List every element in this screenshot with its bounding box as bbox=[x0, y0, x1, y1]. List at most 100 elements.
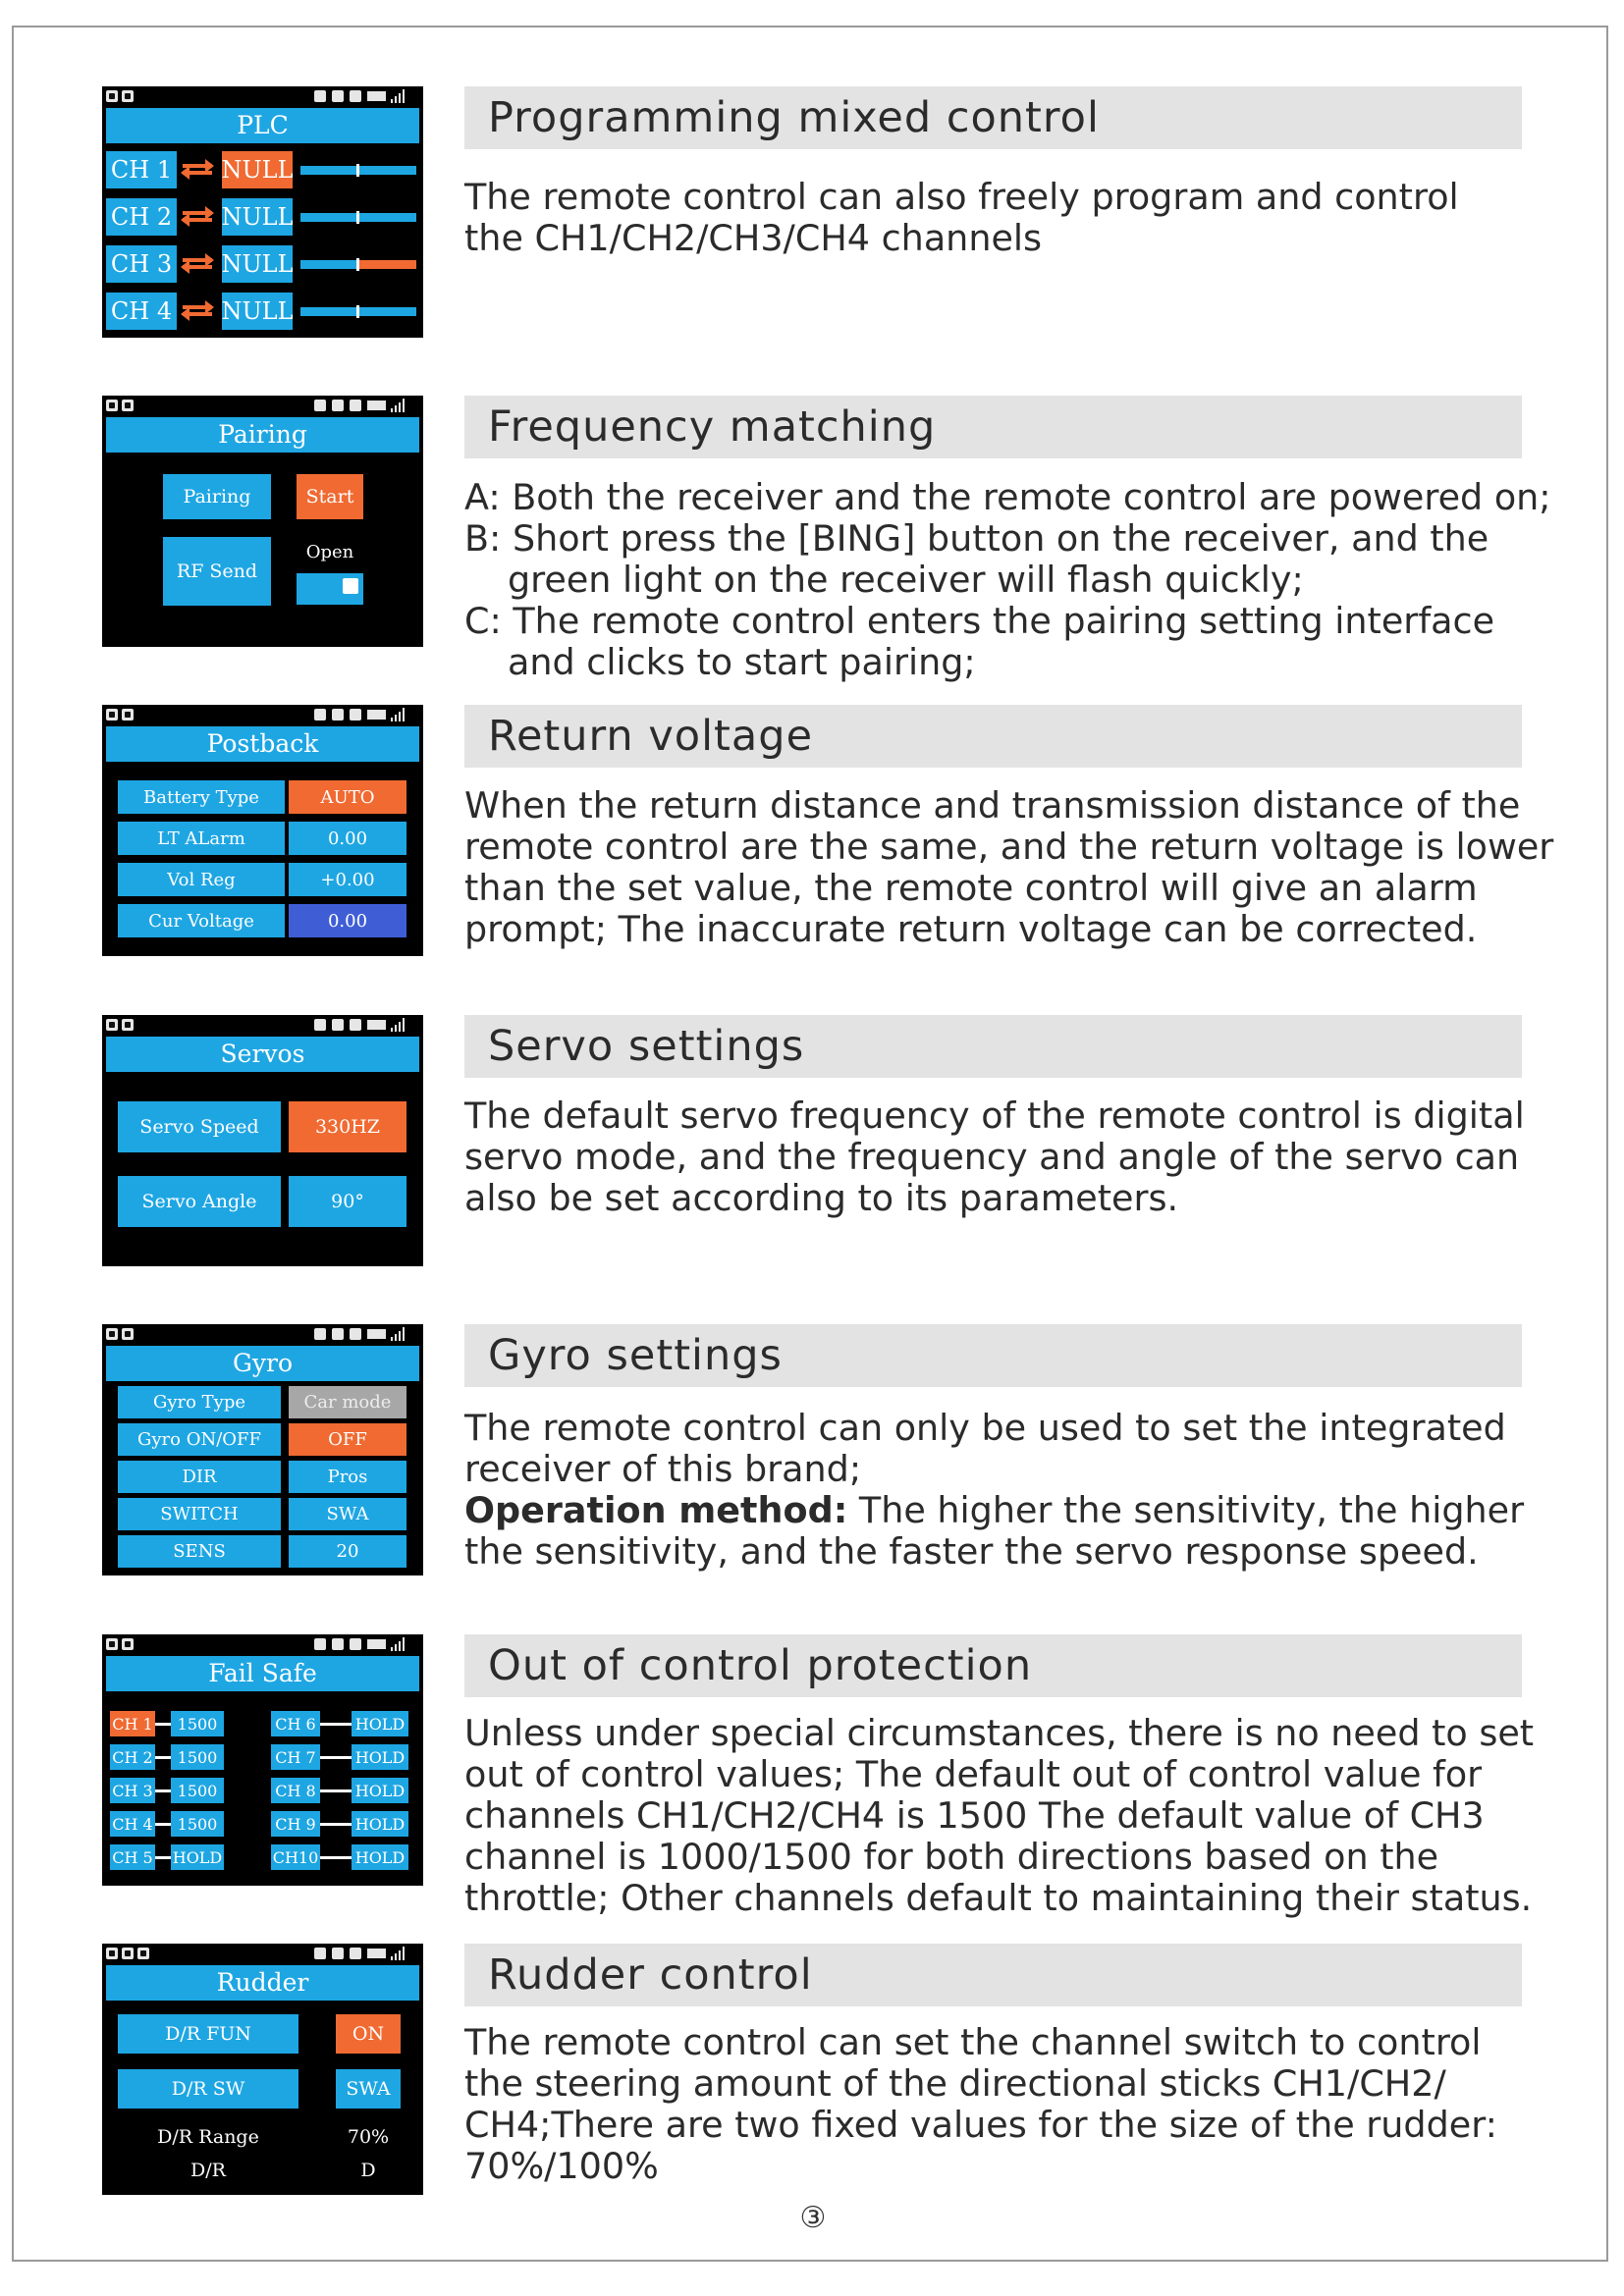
gyro-dir-value[interactable]: Pros bbox=[289, 1461, 406, 1493]
status-mode-icon bbox=[137, 1948, 149, 1959]
sound-icon bbox=[332, 1948, 344, 1959]
postback-screen: Postback Battery Type AUTO LT ALarm 0.00… bbox=[102, 705, 423, 956]
gyro-onoff-value[interactable]: OFF bbox=[289, 1423, 406, 1456]
gyro-sens-label: SENS bbox=[118, 1535, 281, 1568]
pairing-button[interactable]: Pairing bbox=[163, 474, 271, 519]
edit-icon bbox=[314, 1019, 326, 1031]
screen-title: Fail Safe bbox=[106, 1656, 419, 1691]
edit-icon bbox=[314, 400, 326, 411]
servo-speed-label: Servo Speed bbox=[118, 1101, 281, 1152]
gyro-type-label: Gyro Type bbox=[118, 1386, 281, 1418]
screen-title: Postback bbox=[106, 726, 419, 762]
failsafe-value-10[interactable]: HOLD bbox=[352, 1844, 408, 1870]
signal-icon bbox=[391, 708, 405, 721]
open-label: Open bbox=[305, 541, 354, 562]
failsafe-channel-1[interactable]: CH 1 bbox=[110, 1711, 155, 1736]
sound-icon bbox=[332, 709, 344, 721]
failsafe-channel-4[interactable]: CH 4 bbox=[110, 1811, 155, 1837]
failsafe-value-7[interactable]: HOLD bbox=[352, 1744, 408, 1770]
start-button[interactable]: Start bbox=[297, 474, 363, 519]
failsafe-channel-10[interactable]: CH10 bbox=[271, 1844, 320, 1870]
dr-range-label: D/R Range bbox=[157, 2126, 259, 2148]
plc-bar-3 bbox=[300, 258, 416, 271]
status-bar bbox=[102, 86, 423, 106]
failsafe-channel-8[interactable]: CH 8 bbox=[271, 1778, 320, 1803]
edit-icon bbox=[314, 90, 326, 102]
rf-send-toggle[interactable] bbox=[297, 573, 363, 605]
lt-alarm-value[interactable]: 0.00 bbox=[289, 822, 406, 855]
plc-channel-3[interactable]: CH 3 bbox=[106, 245, 177, 283]
status-d-icon bbox=[106, 709, 118, 721]
rudder-screen: Rudder D/R FUN ON D/R SW SWA D/R Range 7… bbox=[102, 1944, 423, 2195]
status-p-icon bbox=[122, 1948, 134, 1959]
pairing-screen: Pairing Pairing Start RF Send Open bbox=[102, 396, 423, 647]
failsafe-value-8[interactable]: HOLD bbox=[352, 1778, 408, 1803]
status-p-icon bbox=[122, 709, 134, 721]
section-body-plc: The remote control can also freely progr… bbox=[464, 176, 1459, 259]
dr-sw-value[interactable]: SWA bbox=[336, 2069, 401, 2109]
servo-angle-label: Servo Angle bbox=[118, 1176, 281, 1227]
sound-icon bbox=[332, 90, 344, 102]
status-p-icon bbox=[122, 1328, 134, 1340]
edit-icon bbox=[314, 1328, 326, 1340]
battery-icon bbox=[367, 1639, 386, 1649]
connector bbox=[320, 1789, 352, 1792]
failsafe-channel-2[interactable]: CH 2 bbox=[110, 1744, 155, 1770]
plc-channel-1[interactable]: CH 1 bbox=[106, 151, 177, 188]
plc-mix-4[interactable]: NULL bbox=[221, 293, 294, 330]
sound-icon bbox=[332, 1019, 344, 1031]
edit-icon bbox=[314, 1948, 326, 1959]
battery-icon bbox=[367, 710, 386, 720]
failsafe-channel-7[interactable]: CH 7 bbox=[271, 1744, 320, 1770]
swap-arrows-icon bbox=[181, 159, 214, 180]
failsafe-channel-5[interactable]: CH 5 bbox=[110, 1844, 155, 1870]
failsafe-value-2[interactable]: 1500 bbox=[171, 1744, 224, 1770]
edit-icon bbox=[314, 709, 326, 721]
gyro-switch-label: SWITCH bbox=[118, 1498, 281, 1530]
connector bbox=[155, 1856, 171, 1859]
plc-screen: PLC CH 1 NULL CH 2 NULL CH 3 NULL CH 4 N… bbox=[102, 86, 423, 338]
lock-icon bbox=[350, 90, 361, 102]
gyro-dir-label: DIR bbox=[118, 1461, 281, 1493]
gyro-type-value[interactable]: Car mode bbox=[289, 1386, 406, 1418]
servo-speed-value[interactable]: 330HZ bbox=[289, 1101, 406, 1152]
vol-reg-value[interactable]: +0.00 bbox=[289, 863, 406, 896]
section-header-failsafe: Out of control protection bbox=[464, 1634, 1522, 1697]
failsafe-value-5[interactable]: HOLD bbox=[171, 1844, 224, 1870]
servos-screen: Servos Servo Speed 330HZ Servo Angle 90° bbox=[102, 1015, 423, 1266]
failsafe-value-9[interactable]: HOLD bbox=[352, 1811, 408, 1837]
status-bar bbox=[102, 1944, 423, 1963]
rf-send-button[interactable]: RF Send bbox=[163, 537, 271, 606]
failsafe-value-6[interactable]: HOLD bbox=[352, 1711, 408, 1736]
battery-type-value[interactable]: AUTO bbox=[289, 780, 406, 814]
section-body-failsafe: Unless under special circumstances, ther… bbox=[464, 1712, 1535, 1919]
lock-icon bbox=[350, 1019, 361, 1031]
screen-title: PLC bbox=[106, 108, 419, 143]
plc-channel-4[interactable]: CH 4 bbox=[106, 293, 177, 330]
failsafe-value-4[interactable]: 1500 bbox=[171, 1811, 224, 1837]
plc-channel-2[interactable]: CH 2 bbox=[106, 198, 177, 236]
plc-mix-3[interactable]: NULL bbox=[221, 245, 294, 283]
plc-bar-1 bbox=[300, 164, 416, 177]
section-header-plc: Programming mixed control bbox=[464, 86, 1522, 149]
sound-icon bbox=[332, 1328, 344, 1340]
plc-mix-1[interactable]: NULL bbox=[221, 151, 294, 188]
plc-mix-2[interactable]: NULL bbox=[221, 198, 294, 236]
signal-icon bbox=[391, 1637, 405, 1651]
signal-icon bbox=[391, 1327, 405, 1341]
failsafe-channel-9[interactable]: CH 9 bbox=[271, 1811, 320, 1837]
servo-angle-value[interactable]: 90° bbox=[289, 1176, 406, 1227]
section-header-gyro: Gyro settings bbox=[464, 1324, 1522, 1387]
connector bbox=[320, 1823, 352, 1826]
failsafe-value-3[interactable]: 1500 bbox=[171, 1778, 224, 1803]
connector bbox=[320, 1756, 352, 1759]
page-border bbox=[12, 26, 1608, 2262]
dr-fun-value[interactable]: ON bbox=[336, 2014, 401, 2054]
status-d-icon bbox=[106, 90, 118, 102]
failsafe-channel-6[interactable]: CH 6 bbox=[271, 1711, 320, 1736]
gyro-sens-value[interactable]: 20 bbox=[289, 1535, 406, 1568]
failsafe-value-1[interactable]: 1500 bbox=[171, 1711, 224, 1736]
failsafe-channel-3[interactable]: CH 3 bbox=[110, 1778, 155, 1803]
lock-icon bbox=[350, 709, 361, 721]
gyro-switch-value[interactable]: SWA bbox=[289, 1498, 406, 1530]
